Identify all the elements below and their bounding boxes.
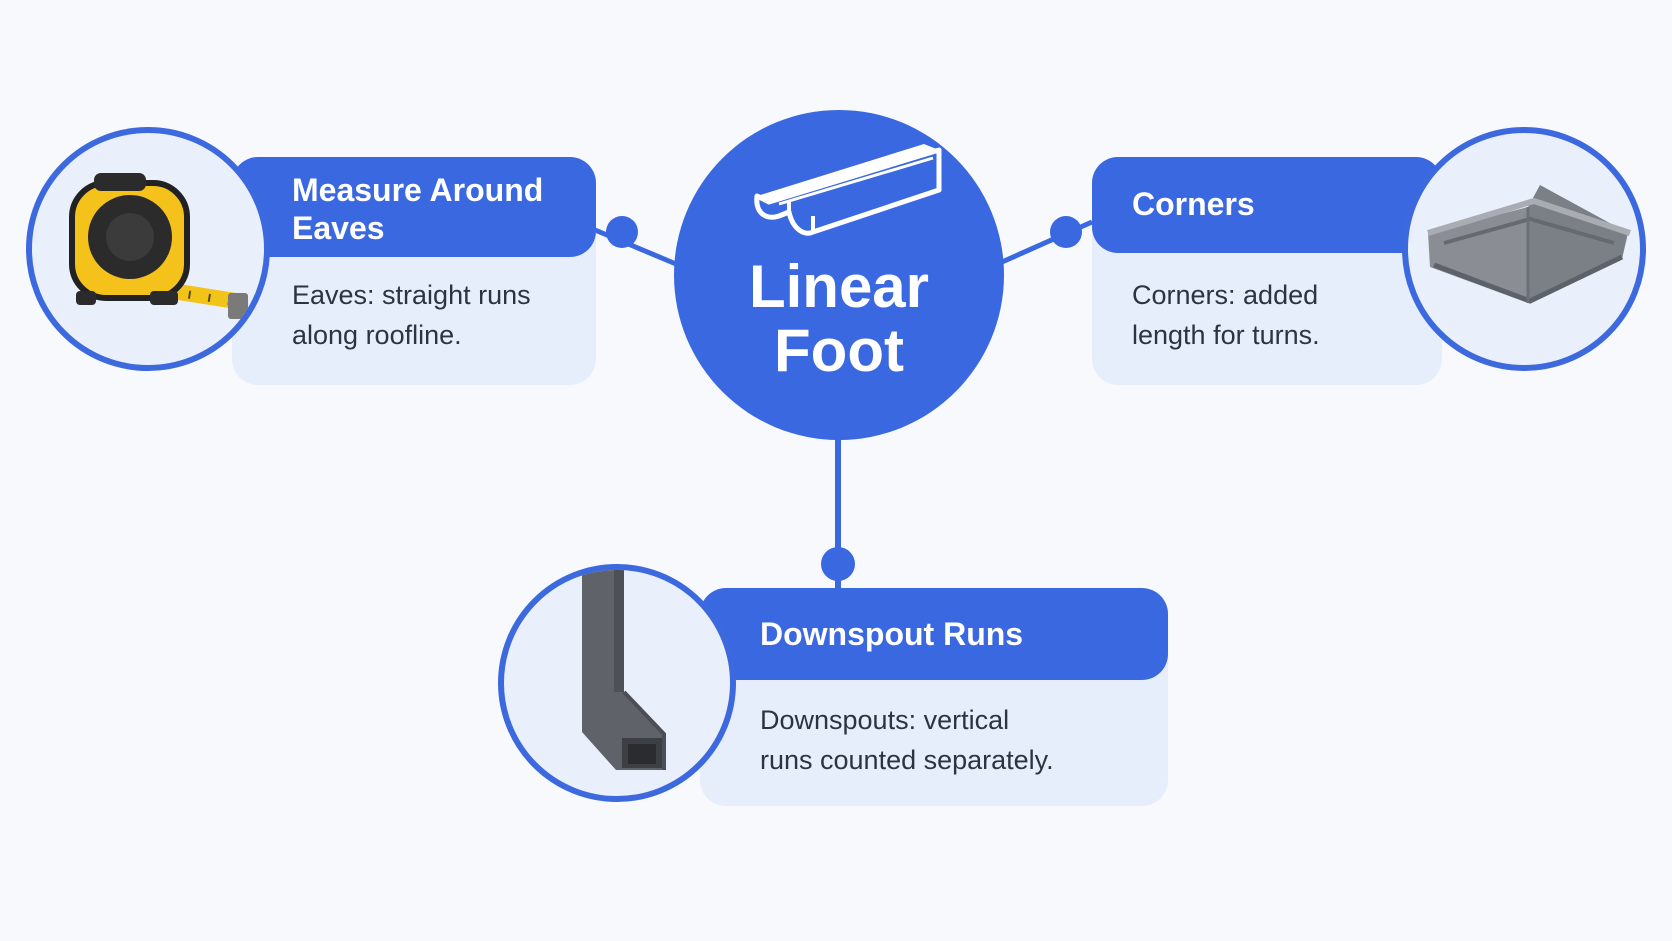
downspouts-text-line1: Downspouts: vertical (760, 705, 1010, 735)
hub-title-line2: Foot (774, 317, 904, 384)
linear-foot-hub: Linear Foot (674, 110, 1004, 440)
hub-title-line1: Linear (748, 253, 930, 320)
eaves-description: Eaves: straight runs along roofline. (292, 275, 531, 355)
gutter-icon (754, 144, 942, 236)
downspout-icon (582, 570, 666, 770)
downspouts-card-header: Downspout Runs (700, 588, 1168, 680)
eaves-card-header: Measure Around Eaves (232, 157, 596, 257)
corners-text-line1: Corners: added (1132, 280, 1319, 310)
corners-card: Corners Corners: added length for turns. (1092, 157, 1442, 385)
eaves-title-line2: Eaves (292, 210, 385, 246)
corners-text-line2: length for turns. (1132, 320, 1320, 350)
eaves-text-line1: Eaves: straight runs (292, 280, 531, 310)
tape-measure-bubble (26, 127, 270, 371)
downspouts-card: Downspout Runs Downspouts: vertical runs… (700, 588, 1168, 806)
connector-dot-corners (1050, 216, 1082, 248)
eaves-title-line1: Measure Around (292, 172, 544, 208)
downspouts-text-line2: runs counted separately. (760, 745, 1054, 775)
corners-card-header: Corners (1092, 157, 1442, 253)
eaves-card: Measure Around Eaves Eaves: straight run… (232, 157, 596, 385)
eaves-text-line2: along roofline. (292, 320, 462, 350)
hub-title: Linear Foot (674, 255, 1004, 383)
gutter-corner-icon (1427, 185, 1631, 304)
connector-dot-eaves (606, 216, 638, 248)
tape-measure-icon (69, 173, 248, 319)
downspouts-description: Downspouts: vertical runs counted separa… (760, 700, 1054, 780)
corners-title: Corners (1132, 186, 1255, 222)
downspout-bubble (498, 564, 736, 802)
connector-dot-downspouts (821, 547, 855, 581)
downspouts-title: Downspout Runs (760, 616, 1024, 652)
corners-description: Corners: added length for turns. (1132, 275, 1320, 355)
gutter-corner-bubble (1402, 127, 1646, 371)
